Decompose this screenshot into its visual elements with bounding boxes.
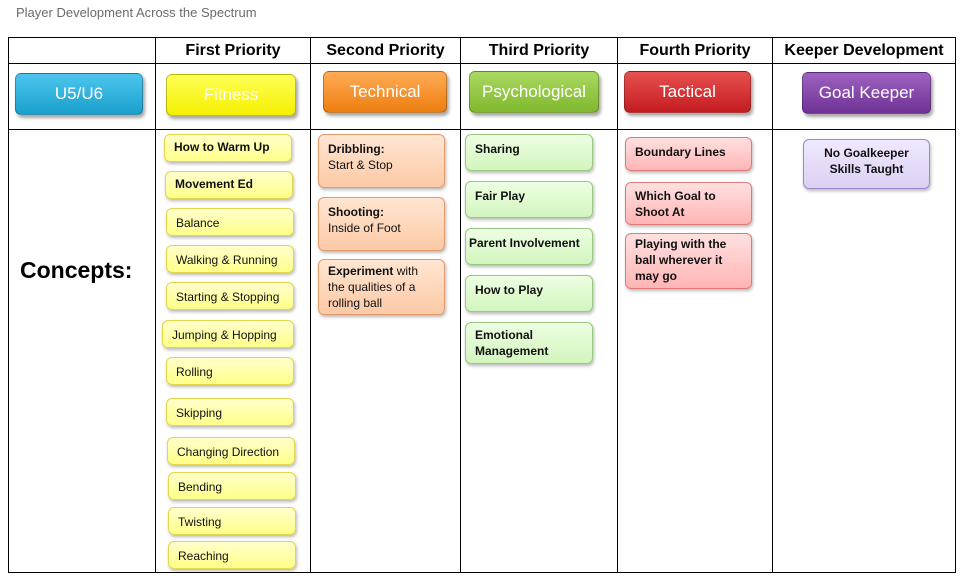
technical-item-title: Shooting: (328, 205, 384, 219)
psychological-item: How to Play (465, 275, 593, 312)
technical-item-detail: Inside of Foot (328, 221, 401, 235)
grid-divider (155, 38, 156, 572)
psychological-item: Parent Involvement (465, 228, 593, 265)
grid-divider (9, 63, 955, 64)
psychological-item: Fair Play (465, 181, 593, 218)
concepts-label: Concepts: (20, 257, 133, 283)
technical-item-title: Dribbling: (328, 142, 385, 156)
fitness-item: Jumping & Hopping (162, 320, 294, 348)
grid-divider (9, 129, 955, 130)
fitness-item: How to Warm Up (164, 134, 292, 162)
fitness-item: Changing Direction (167, 437, 295, 465)
technical-item-detail: Start & Stop (328, 158, 393, 172)
keeper-item: No Goalkeeper Skills Taught (803, 139, 930, 189)
technical-item-detail: with the qualities of a rolling ball (328, 264, 419, 310)
grid-divider (460, 38, 461, 572)
header-fourth-priority: Fourth Priority (639, 42, 751, 59)
category-fitness: Fitness (166, 74, 296, 116)
category-psychological: Psychological (469, 71, 599, 113)
fitness-item: Twisting (168, 507, 296, 535)
fitness-item: Movement Ed (165, 171, 293, 199)
category-technical: Technical (323, 71, 447, 113)
category-goal-keeper: Goal Keeper (802, 72, 931, 114)
grid-divider (310, 38, 311, 572)
tactical-item: Boundary Lines (625, 137, 752, 171)
page-title: Player Development Across the Spectrum (16, 5, 257, 20)
technical-item-title: Experiment (328, 264, 394, 278)
tactical-item: Playing with the ball wherever it may go (625, 233, 752, 289)
age-group-badge: U5/U6 (15, 73, 143, 115)
fitness-item: Rolling (166, 357, 294, 385)
header-keeper-development: Keeper Development (784, 42, 944, 59)
header-first-priority: First Priority (185, 42, 281, 59)
grid-divider (772, 38, 773, 572)
fitness-item: Walking & Running (166, 245, 294, 273)
psychological-item: Sharing (465, 134, 593, 171)
technical-item: Dribbling: Start & Stop (318, 134, 445, 188)
psychological-item: Emotional Management (465, 322, 593, 364)
priority-grid: First Priority Second Priority Third Pri… (8, 37, 956, 573)
fitness-item: Skipping (166, 398, 294, 426)
fitness-item: Bending (168, 472, 296, 500)
header-second-priority: Second Priority (326, 42, 445, 59)
grid-divider (617, 38, 618, 572)
technical-item: Shooting: Inside of Foot (318, 197, 445, 251)
technical-item: Experiment with the qualities of a rolli… (318, 259, 445, 315)
fitness-item: Balance (166, 208, 294, 236)
category-tactical: Tactical (624, 71, 751, 113)
fitness-item: Starting & Stopping (166, 282, 294, 310)
tactical-item: Which Goal to Shoot At (625, 182, 752, 225)
header-third-priority: Third Priority (488, 42, 590, 59)
fitness-item: Reaching (168, 541, 296, 569)
